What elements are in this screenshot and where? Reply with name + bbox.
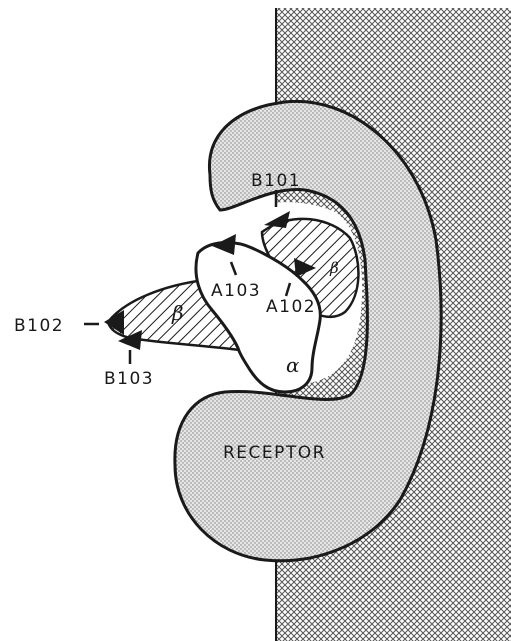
label-alpha: α bbox=[286, 353, 300, 377]
label-receptor: RECEPTOR bbox=[223, 443, 326, 463]
label-beta-right: β bbox=[329, 259, 339, 277]
label-a102: A102 bbox=[266, 297, 316, 317]
label-b101: B101 bbox=[251, 171, 301, 191]
label-b102: B102 bbox=[14, 316, 64, 336]
label-b103: B103 bbox=[104, 369, 154, 389]
label-a103: A103 bbox=[211, 281, 261, 301]
label-beta-left: β bbox=[171, 301, 184, 325]
